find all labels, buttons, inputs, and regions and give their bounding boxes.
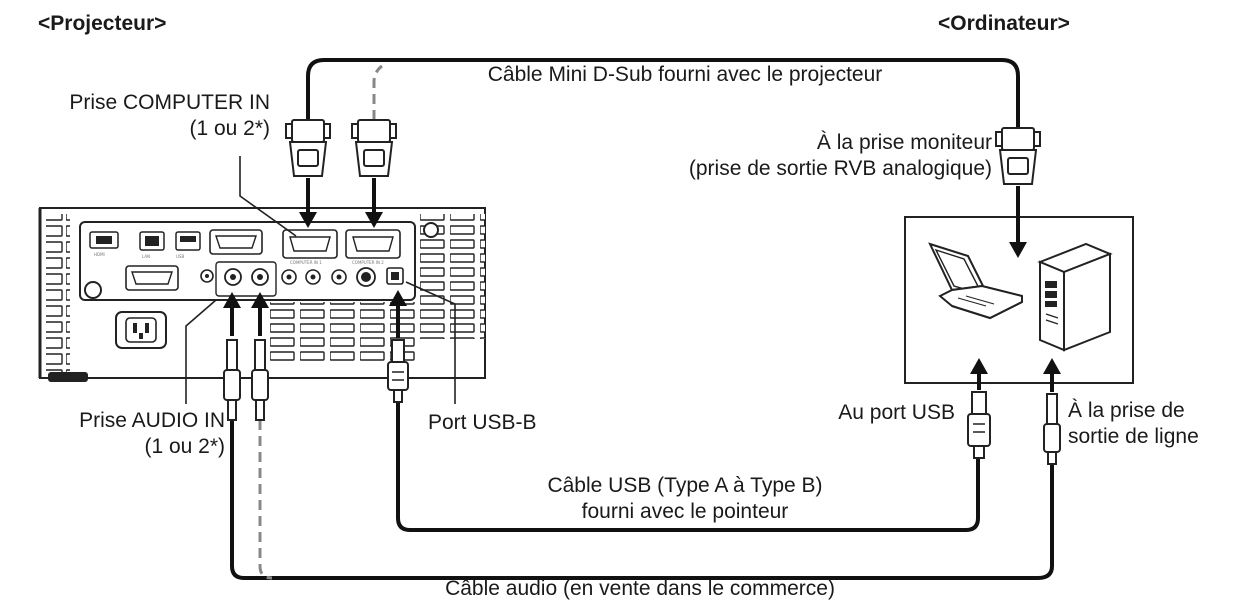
computer-in-label-line1: Prise COMPUTER IN bbox=[69, 91, 270, 114]
line-out-label-line2: sortie de ligne bbox=[1068, 425, 1199, 448]
svg-text:COMPUTER IN 2: COMPUTER IN 2 bbox=[352, 260, 384, 265]
mini-dsub-cable-alt bbox=[372, 64, 383, 120]
projector-back-panel: HDMI LAN USB COMPUTER IN 1 COMPUTER IN 2 bbox=[38, 207, 486, 382]
svg-text:USB: USB bbox=[176, 254, 184, 259]
desktop-tower-icon bbox=[1037, 242, 1113, 352]
monitor-label-line2: (prise de sortie RVB analogique) bbox=[688, 157, 992, 180]
leader-lines bbox=[185, 156, 456, 404]
mini-dsub-cable bbox=[306, 58, 1020, 130]
usb-b-plug-icon bbox=[387, 339, 409, 403]
computer-in-label: Prise COMPUTER IN (1 ou 2*) bbox=[20, 90, 270, 142]
vga-plug-icon bbox=[351, 119, 397, 177]
audio-cable-label: Câble audio (en vente dans le commerce) bbox=[445, 577, 835, 600]
svg-text:HDMI: HDMI bbox=[94, 252, 105, 257]
vga-plug-icon bbox=[995, 127, 1041, 185]
laptop-icon bbox=[928, 242, 1023, 320]
usb-cable bbox=[396, 382, 980, 532]
usb-cable-label: Câble USB (Type A à Type B) fourni avec … bbox=[480, 473, 890, 525]
vga-plug-icon bbox=[285, 119, 331, 177]
usb-b-port-label: Port USB-B bbox=[428, 411, 537, 434]
audio-in-label-line1: Prise AUDIO IN bbox=[79, 409, 225, 432]
audio-cable-alt bbox=[258, 420, 273, 580]
svg-text:COMPUTER IN 1: COMPUTER IN 1 bbox=[290, 260, 322, 265]
projector-header: <Projecteur> bbox=[38, 12, 167, 35]
usb-cable-label-line1: Câble USB (Type A à Type B) bbox=[547, 474, 823, 497]
audio-in-label-line2: (1 ou 2*) bbox=[144, 435, 225, 458]
computer-in-label-line2: (1 ou 2*) bbox=[189, 117, 270, 140]
audio-in-label: Prise AUDIO IN (1 ou 2*) bbox=[20, 408, 225, 460]
audio-plug-icon bbox=[251, 339, 269, 421]
audio-cable bbox=[230, 420, 1054, 580]
arrows bbox=[223, 178, 1061, 392]
usb-port-label: Au port USB bbox=[838, 401, 955, 424]
line-out-label: À la prise de sortie de ligne bbox=[1068, 398, 1199, 450]
mini-dsub-cable-label: Câble Mini D-Sub fourni avec le projecte… bbox=[487, 63, 883, 86]
monitor-label: À la prise moniteur (prise de sortie RVB… bbox=[580, 130, 992, 182]
usb-a-plug-icon bbox=[967, 391, 991, 459]
audio-plug-icon bbox=[223, 339, 241, 421]
computer-header: <Ordinateur> bbox=[938, 12, 1070, 35]
usb-cable-label-line2: fourni avec le pointeur bbox=[581, 500, 789, 523]
audio-plug-icon bbox=[1043, 393, 1061, 465]
line-out-label-line1: À la prise de bbox=[1068, 399, 1185, 422]
monitor-label-line1: À la prise moniteur bbox=[816, 131, 992, 154]
svg-text:LAN: LAN bbox=[142, 254, 150, 259]
